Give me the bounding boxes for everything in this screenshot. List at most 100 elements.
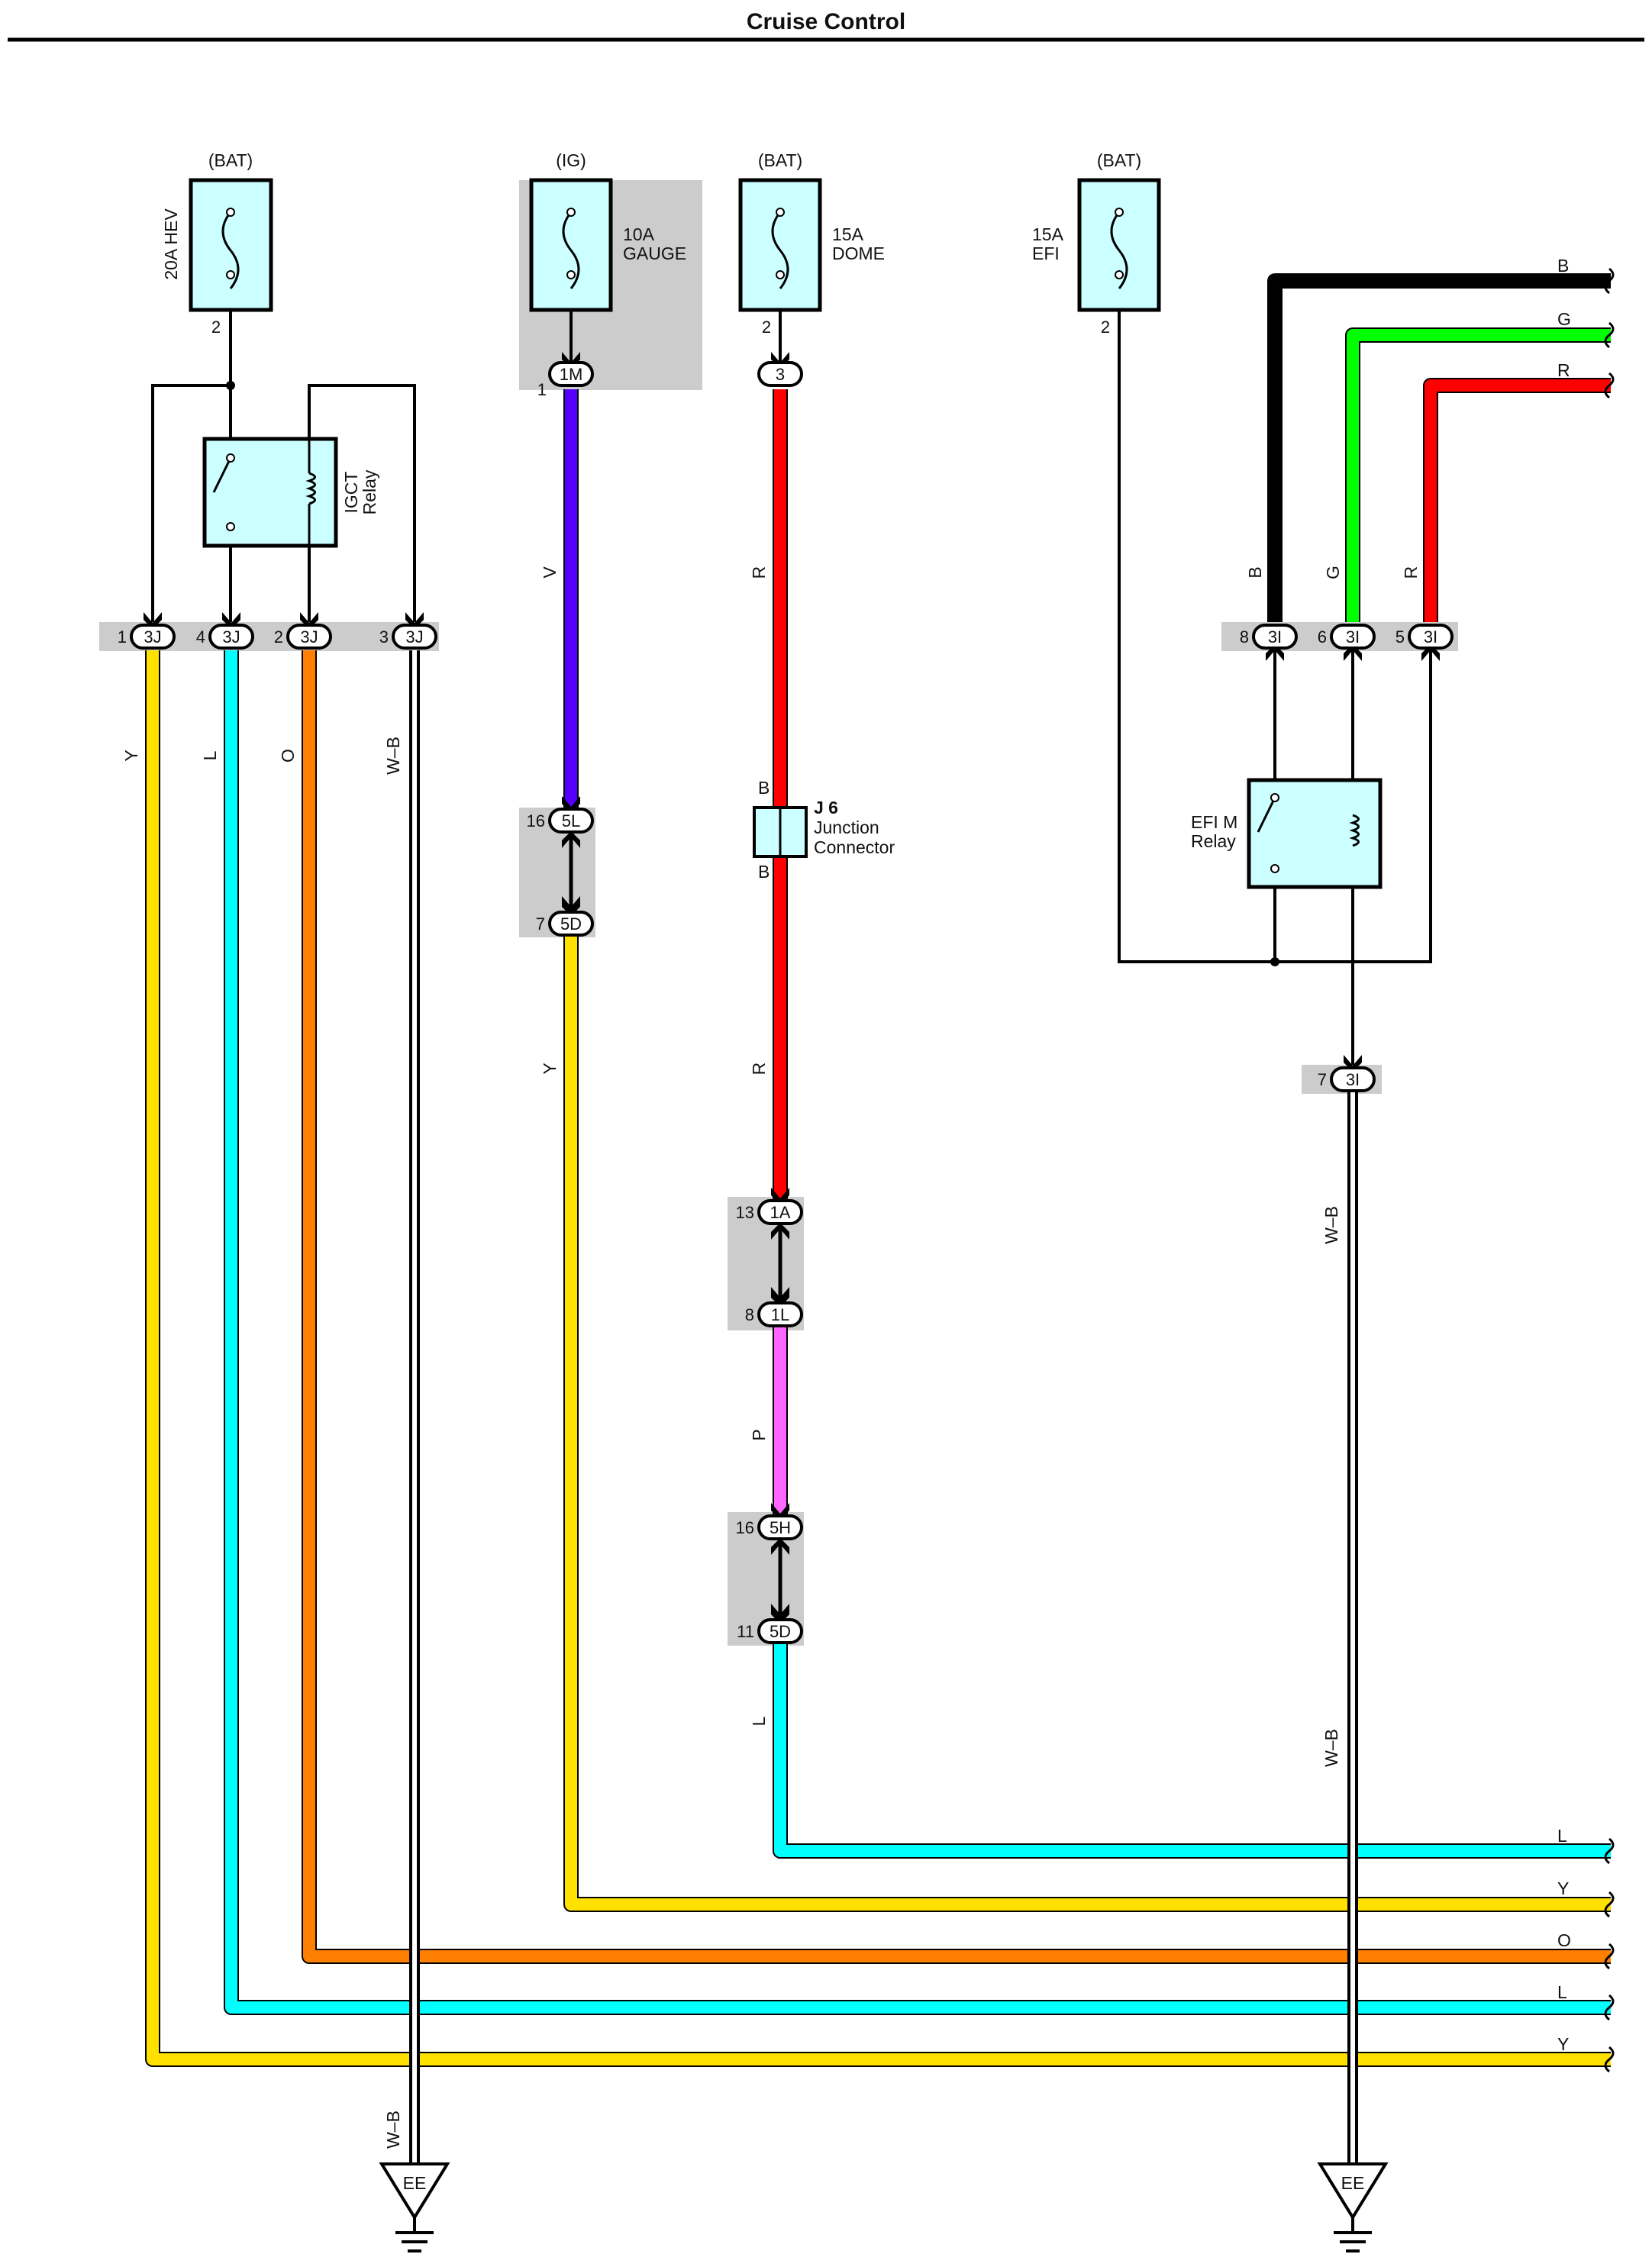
- connector-arrow-icon: [562, 896, 580, 913]
- junction-connector-j6: B B J 6 Junction Connector: [753, 778, 895, 882]
- igct-relay: IGCT Relay: [202, 437, 379, 548]
- svg-text:(BAT): (BAT): [758, 150, 802, 170]
- wire-y-left: [147, 650, 1611, 2065]
- connector-arrow-icon: [771, 1604, 789, 1620]
- svg-text:L: L: [200, 750, 220, 760]
- fuse-icon: [562, 211, 580, 289]
- connector-pin: 11: [737, 1622, 754, 1641]
- svg-text:Relay: Relay: [1191, 831, 1236, 851]
- connector-pin: 3: [379, 627, 389, 647]
- connector-c1a: 1A 13: [736, 1188, 803, 1225]
- connector-c5d_7: 5D7: [536, 899, 594, 937]
- svg-text:L: L: [1557, 1982, 1567, 2002]
- svg-text:G: G: [1323, 566, 1343, 579]
- svg-text:R: R: [749, 566, 769, 579]
- connector-pin: 8: [745, 1305, 754, 1324]
- connector-pin: 7: [1318, 1070, 1327, 1089]
- connector-c3j_4: 3J 4: [196, 612, 254, 650]
- fuse-icon: [1110, 211, 1128, 289]
- svg-text:IGCT: IGCT: [341, 472, 361, 514]
- wire-o-left: [303, 650, 1611, 1962]
- connector-c3i_7: 3I7: [1318, 1055, 1376, 1092]
- svg-text:B: B: [758, 862, 770, 882]
- svg-text:Y: Y: [1557, 1878, 1569, 1898]
- efi-m-relay: EFI M Relay: [1191, 778, 1383, 889]
- connector-pin: 4: [196, 627, 205, 647]
- svg-text:10A: 10A: [623, 224, 655, 244]
- wire-labels: Y L O W–B W–B V Y R R P L B G R W–B W–B: [121, 566, 1421, 2149]
- svg-text:2: 2: [1101, 318, 1110, 337]
- wire-l-left: [225, 650, 1611, 2014]
- page-title: Cruise Control: [747, 9, 905, 34]
- svg-text:1M: 1M: [560, 365, 583, 384]
- connector-code: 3J: [222, 627, 240, 647]
- fuse-20a-hev: (BAT) 20A HEV 2: [161, 150, 273, 337]
- connector-pin: 16: [736, 1518, 754, 1537]
- connector-code: 1A: [770, 1203, 791, 1222]
- wire-break-marks: [1604, 267, 1615, 2073]
- svg-text:B: B: [758, 778, 770, 798]
- connector-c3i_8: 3I8: [1240, 624, 1298, 661]
- svg-text:Junction: Junction: [814, 817, 879, 837]
- svg-text:15A: 15A: [1032, 224, 1064, 244]
- fuse-icon: [221, 211, 240, 289]
- right-edge-labels: B G R L Y O L Y: [1557, 256, 1571, 2054]
- coil-icon: [305, 472, 316, 505]
- svg-text:Y: Y: [540, 1063, 560, 1074]
- connector-c3j_1: 3J 1: [118, 612, 176, 650]
- switch-icon: [1257, 797, 1276, 833]
- connector-code: 3I: [1424, 627, 1437, 647]
- connector-pin: 1: [118, 627, 127, 647]
- svg-text:Relay: Relay: [360, 469, 379, 514]
- connector-code: 5D: [560, 914, 582, 934]
- svg-text:DOME: DOME: [832, 243, 885, 263]
- fuse-10a-gauge: (IG) 10A GAUGE: [529, 150, 686, 363]
- svg-text:EFI M: EFI M: [1191, 812, 1237, 832]
- svg-text:R: R: [749, 1063, 769, 1075]
- connector-code: 5H: [770, 1518, 791, 1537]
- svg-text:2: 2: [762, 318, 771, 337]
- ground-right: EE: [1317, 2162, 1389, 2252]
- svg-text:J 6: J 6: [814, 798, 838, 817]
- connector-code: 5L: [562, 811, 580, 830]
- svg-text:B: B: [1245, 566, 1265, 578]
- connector-arrow-icon: [771, 1538, 789, 1555]
- connector-pin: 13: [736, 1203, 754, 1222]
- switch-icon: [212, 457, 232, 493]
- svg-text:B: B: [1557, 256, 1569, 276]
- svg-text:W–B: W–B: [383, 737, 403, 775]
- connector-c3i_6: 3I6: [1318, 624, 1376, 661]
- connector-c3j_2: 3J2: [274, 612, 332, 650]
- svg-text:G: G: [1557, 309, 1571, 329]
- connector-pin: 5: [1395, 627, 1405, 647]
- connector-code: 5D: [770, 1622, 791, 1641]
- svg-text:Y: Y: [1557, 2034, 1569, 2054]
- svg-text:2: 2: [211, 318, 221, 337]
- svg-text:Connector: Connector: [814, 837, 895, 857]
- svg-text:O: O: [278, 749, 298, 763]
- splice-dot: [1270, 957, 1279, 966]
- svg-text:Y: Y: [121, 750, 141, 761]
- wire-y-mid: [565, 933, 1611, 1911]
- svg-text:(BAT): (BAT): [208, 150, 253, 170]
- wire-b: [1267, 273, 1611, 622]
- svg-text:R: R: [1557, 360, 1570, 380]
- svg-text:1: 1: [537, 380, 547, 399]
- connector-c3i_5: 3I 5: [1395, 624, 1454, 661]
- ground-icon: [379, 2162, 450, 2220]
- svg-text:EE: EE: [1341, 2173, 1365, 2193]
- svg-text:EE: EE: [403, 2173, 427, 2193]
- connector-c3j_3: 3J3: [379, 612, 437, 650]
- connector-arrow-icon: [562, 831, 580, 848]
- connector-code: 1L: [771, 1305, 789, 1324]
- ground-icon: [1317, 2162, 1389, 2220]
- svg-text:W–B: W–B: [1321, 1206, 1341, 1244]
- connector-c5h: 5H 16: [736, 1503, 803, 1540]
- connector-code: 3J: [144, 627, 161, 647]
- svg-text:GAUGE: GAUGE: [623, 243, 686, 263]
- ground-left: EE: [379, 2162, 450, 2252]
- svg-text:L: L: [1557, 1826, 1567, 1846]
